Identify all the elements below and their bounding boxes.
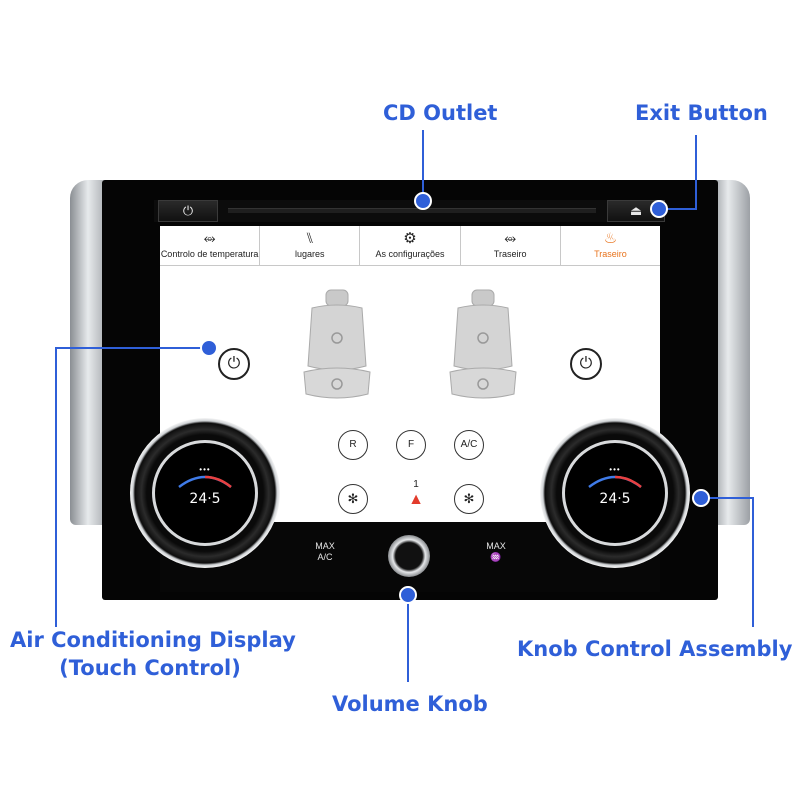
ac-display-marker xyxy=(200,339,218,357)
rear-defrost-button[interactable]: R xyxy=(338,430,368,460)
volume-knob-marker xyxy=(399,586,417,604)
power-icon: ⏻ xyxy=(182,203,194,218)
tab-label: As configurações xyxy=(375,249,445,259)
right-temp-knob[interactable]: ••• 24·5 xyxy=(540,418,690,568)
hazard-button[interactable]: 1 ▲ xyxy=(402,480,430,510)
left-knob-display: ••• 24·5 xyxy=(152,440,258,546)
exit-button-leader-v xyxy=(695,135,697,210)
ac-display-leader-h xyxy=(55,347,208,349)
seats-icon: ⑊ xyxy=(305,230,315,247)
rear-seat-heat-icon: ♨ xyxy=(603,230,618,247)
tab-temperature-control[interactable]: ⥈ Controlo de temperatura xyxy=(160,226,261,266)
hazard-count: 1 xyxy=(413,479,419,490)
ac-button[interactable]: A/C xyxy=(454,430,484,460)
cd-outlet-leader xyxy=(422,130,424,200)
right-temp-arc xyxy=(588,475,642,488)
knob-assembly-marker xyxy=(692,489,710,507)
tab-settings[interactable]: ⚙ As configurações xyxy=(360,226,461,266)
gear-icon: ⚙ xyxy=(403,230,417,247)
knob-assembly-leader-h xyxy=(700,497,753,499)
left-zone-power-button[interactable]: ⏻ xyxy=(218,348,250,380)
tab-rear[interactable]: ⥈ Traseiro xyxy=(460,226,561,266)
right-seat-icon[interactable] xyxy=(446,288,520,404)
tab-label: Traseiro xyxy=(493,249,527,259)
tab-seats[interactable]: ⑊ lugares xyxy=(260,226,361,266)
ac-display-callout-line2: (Touch Control) xyxy=(59,656,241,680)
cd-slot[interactable] xyxy=(228,208,596,213)
ac-display-callout-line1: Air Conditioning Display xyxy=(10,628,296,652)
fan-icon: ✻ xyxy=(463,491,475,506)
fan-icon: ✻ xyxy=(347,491,359,506)
left-temp-knob[interactable]: ••• 24·5 xyxy=(130,418,280,568)
tab-label: Traseiro xyxy=(594,249,627,259)
power-icon: ⏻ xyxy=(227,355,241,372)
front-defrost-icon: F xyxy=(407,439,415,450)
volume-knob[interactable] xyxy=(388,535,430,577)
right-temp-value: 24·5 xyxy=(599,491,631,507)
ac-label: A/C xyxy=(460,439,478,450)
power-icon: ⏻ xyxy=(579,355,593,372)
knob-assembly-callout: Knob Control Assembly xyxy=(517,637,793,661)
volume-knob-leader xyxy=(407,594,409,682)
rear-defrost-icon: R xyxy=(349,439,357,450)
hazard-icon: ▲ xyxy=(408,491,424,508)
max-ac-line1: MAX xyxy=(315,541,335,551)
rear-seat-airflow-icon: ⥈ xyxy=(504,230,517,247)
cd-outlet-callout: CD Outlet xyxy=(383,101,498,125)
left-knob-dots: ••• xyxy=(199,465,211,474)
front-defrost-button[interactable]: F xyxy=(396,430,426,460)
right-zone-power-button[interactable]: ⏻ xyxy=(570,348,602,380)
ac-display-leader-v xyxy=(55,347,57,627)
tab-label: lugares xyxy=(295,249,325,259)
knob-assembly-leader-v xyxy=(752,497,754,627)
left-temp-arc xyxy=(178,475,232,488)
volume-knob-callout: Volume Knob xyxy=(332,692,488,716)
ac-display-callout: Air Conditioning Display (Touch Control) xyxy=(10,628,296,680)
max-ac-line2: A/C xyxy=(317,552,333,562)
max-defrost-button[interactable]: MAX ♒ xyxy=(478,541,514,563)
seat-airflow-icon: ⥈ xyxy=(203,230,216,247)
exit-button-leader-h xyxy=(660,208,697,210)
exit-button-marker xyxy=(650,200,668,218)
left-fan-button[interactable]: ✻ xyxy=(338,484,368,514)
right-knob-display: ••• 24·5 xyxy=(562,440,668,546)
left-temp-value: 24·5 xyxy=(189,491,221,507)
tab-rear-heat[interactable]: ♨ Traseiro xyxy=(560,226,660,266)
right-fan-button[interactable]: ✻ xyxy=(454,484,484,514)
cd-outlet-marker xyxy=(414,192,432,210)
max-ac-button[interactable]: MAX A/C xyxy=(307,541,343,563)
left-seat-icon[interactable] xyxy=(300,288,374,404)
max-defrost-icon: ♒ xyxy=(490,552,502,562)
exit-button-callout: Exit Button xyxy=(635,101,768,125)
right-knob-dots: ••• xyxy=(609,465,621,474)
max-defrost-line1: MAX xyxy=(486,541,506,551)
power-button[interactable]: ⏻ xyxy=(158,200,218,222)
tab-label: Controlo de temperatura xyxy=(160,249,259,259)
eject-icon: ⏏ xyxy=(629,203,643,218)
tab-bar: ⥈ Controlo de temperatura ⑊ lugares ⚙ As… xyxy=(160,226,660,266)
